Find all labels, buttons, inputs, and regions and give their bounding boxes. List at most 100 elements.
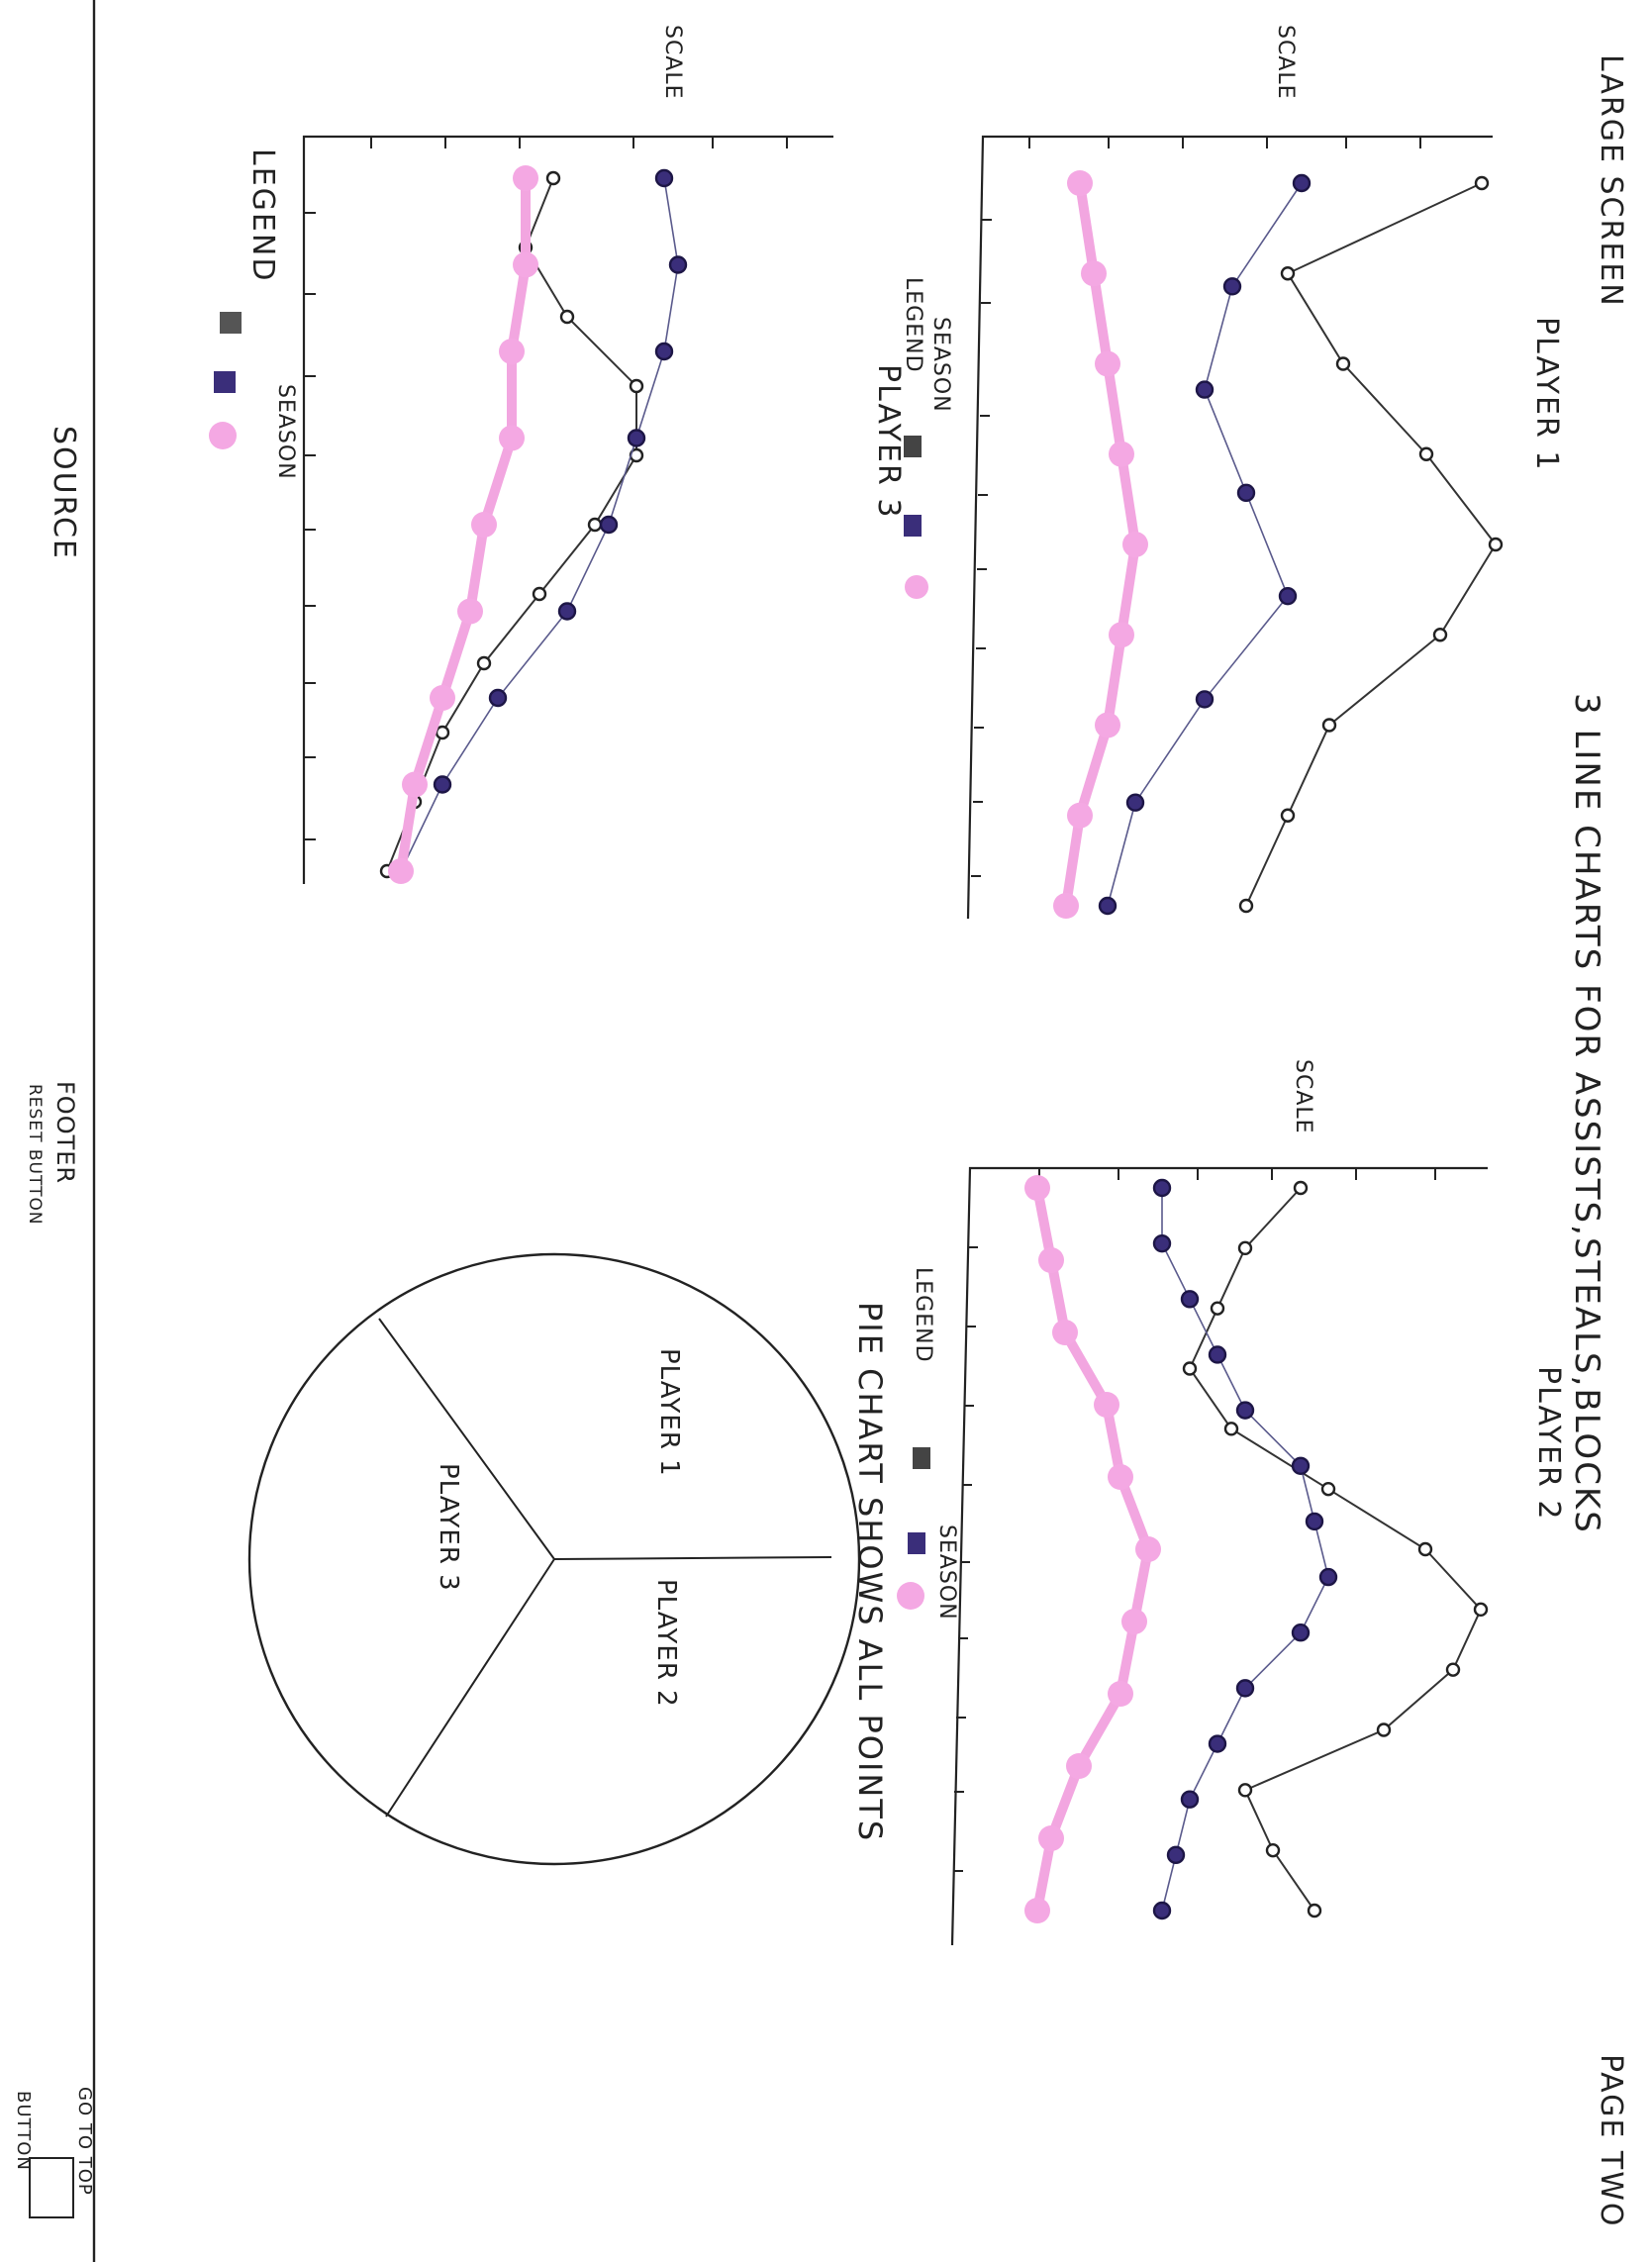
data-point-pink [1024, 1898, 1050, 1923]
data-point-black [1321, 718, 1337, 733]
go-to-top-box [29, 2157, 74, 2218]
data-point-navy [1152, 1178, 1172, 1198]
plot-area-p3 [379, 165, 688, 884]
pie-circle [247, 1252, 861, 1866]
data-point-navy [1208, 1734, 1227, 1753]
data-point-navy [1236, 483, 1256, 503]
axes-p1 [966, 135, 1493, 920]
chart-title-player-1: PLAYER 1 [1529, 317, 1564, 471]
go-to-top-button-label: BUTTON [13, 2091, 34, 2171]
legend-label-p1: LEGEND [901, 277, 925, 373]
ticks-y-p1 [971, 219, 992, 877]
legend-swatch-black-p1 [904, 436, 922, 457]
data-point-black [532, 586, 547, 602]
data-point-pink [513, 251, 538, 278]
data-point-black [1210, 1301, 1225, 1316]
data-point-black [1265, 1842, 1281, 1858]
data-point-black [1293, 1180, 1309, 1196]
scale-label-p2: SCALE [1291, 1059, 1315, 1134]
data-point-black [1445, 1662, 1461, 1677]
series-line-pink [1032, 1183, 1153, 1916]
chart-title-player-2: PLAYER 2 [1531, 1366, 1566, 1521]
data-point-navy [627, 429, 646, 447]
data-point-navy [1208, 1345, 1227, 1364]
axes-p2 [950, 1166, 1488, 1946]
data-point-pink [1081, 260, 1107, 287]
data-point-navy [488, 688, 508, 708]
data-point-pink [1024, 1175, 1050, 1201]
data-point-pink [1109, 622, 1134, 648]
data-point-navy [1098, 896, 1118, 916]
footer-label: FOOTER [51, 1081, 79, 1184]
data-point-pink [499, 425, 525, 451]
legend-swatch-pink-p1 [905, 575, 928, 599]
legend-swatch-black-p3 [220, 312, 242, 334]
data-point-pink [1135, 1536, 1161, 1562]
data-point-navy [1195, 690, 1215, 709]
data-point-navy [557, 602, 577, 621]
data-point-black [1223, 1422, 1239, 1436]
data-point-pink [499, 339, 525, 364]
legend-swatch-navy-p1 [904, 515, 922, 537]
data-point-black [1280, 808, 1296, 823]
pie-divider-1 [553, 1556, 832, 1560]
data-point-pink [1052, 1320, 1078, 1345]
data-point-pink [1067, 802, 1093, 829]
plot-area-p2 [1024, 1175, 1489, 1923]
legend-label-p2: LEGEND [911, 1267, 935, 1363]
data-point-navy [1291, 1623, 1311, 1642]
data-point-navy [1235, 1679, 1255, 1698]
data-point-pink [1095, 350, 1120, 377]
scale-label-p3: SCALE [660, 25, 685, 100]
pie-caption: PIE CHART SHOWS ALL POINTS [851, 1302, 889, 1842]
source-label: SOURCE [47, 426, 81, 560]
chart-title-player-3: PLAYER 3 [871, 364, 906, 519]
data-point-black [587, 517, 603, 533]
legend-label-p3: LEGEND [245, 148, 280, 282]
series-line-navy [1161, 1188, 1329, 1912]
reset-button[interactable]: RESET BUTTON [25, 1084, 45, 1226]
pie-slice-player-1: PLAYER 1 [654, 1348, 684, 1477]
pie-chart: PIE CHART SHOWS ALL POINTS PLAYER 1 PLAY… [247, 1252, 889, 1866]
pie-divider-3 [385, 1558, 555, 1818]
series-line-black [1245, 182, 1498, 907]
data-point-pink [457, 598, 483, 625]
data-point-pink [1066, 1753, 1092, 1779]
data-point-black [435, 725, 450, 740]
data-point-black [1376, 1722, 1392, 1737]
series-line-black [1188, 1187, 1483, 1912]
page-title: 3 LINE CHARTS FOR ASSISTS,STEALS,BLOCKS [1567, 693, 1606, 1534]
data-point-navy [599, 515, 619, 535]
data-point-black [1280, 266, 1296, 281]
season-label-p1: SEASON [928, 317, 953, 413]
data-point-pink [1121, 1609, 1147, 1634]
data-point-black [1417, 1541, 1433, 1557]
data-point-black [1320, 1481, 1336, 1497]
data-point-navy [1318, 1567, 1338, 1587]
data-point-pink [1122, 532, 1148, 557]
ticks-y-p3 [304, 212, 316, 840]
data-point-black [476, 655, 492, 671]
data-point-navy [668, 255, 688, 274]
ticks-x-p3 [370, 137, 788, 148]
data-point-black [1488, 537, 1504, 552]
pie-divider-2 [378, 1318, 555, 1560]
data-point-navy [1166, 1845, 1186, 1865]
scale-label-p1: SCALE [1273, 25, 1298, 100]
data-point-navy [654, 342, 674, 361]
data-point-pink [1067, 170, 1093, 196]
data-point-pink [1038, 1247, 1064, 1273]
data-point-pink [1094, 1392, 1119, 1418]
go-to-top-button[interactable]: GO TO TOP BUTTON [13, 2087, 95, 2218]
chart-player-1: PLAYER 1 SCALE LEGEND SEASON [901, 25, 1564, 920]
data-point-pink [1038, 1825, 1064, 1851]
data-point-navy [1195, 380, 1215, 399]
data-point-black [1474, 175, 1490, 191]
large-screen-label: LARGE SCREEN [1594, 54, 1628, 308]
page-two-label: PAGE TWO [1594, 2054, 1628, 2228]
series-line-pink [396, 173, 531, 876]
data-point-navy [433, 775, 452, 794]
data-point-pink [402, 771, 428, 798]
legend-swatch-pink-p3 [209, 422, 237, 449]
series-line-navy [1107, 182, 1303, 907]
